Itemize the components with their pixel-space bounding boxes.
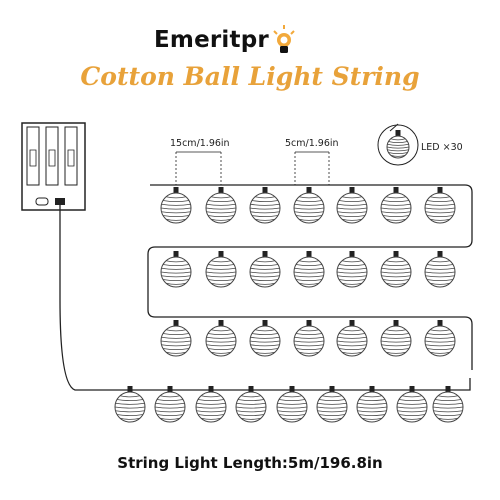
brand-name: Emeritpr	[154, 27, 269, 53]
light-ball	[160, 187, 192, 224]
dimension-label-between: 5cm/1.96in	[285, 138, 339, 149]
led-count-label: LED ×30	[421, 142, 463, 153]
brand-logo: Emeritpr	[154, 20, 297, 60]
light-ball	[380, 251, 412, 288]
dimension-label-start: 15cm/1.96in	[170, 138, 230, 149]
light-ball	[114, 386, 146, 423]
light-ball	[293, 187, 325, 224]
light-ball	[424, 187, 456, 224]
light-ball	[424, 320, 456, 357]
light-ball	[293, 251, 325, 288]
dimension-marker-between: 5cm/1.96in	[285, 138, 339, 185]
light-ball	[160, 320, 192, 357]
light-ball	[380, 320, 412, 357]
battery-box	[21, 122, 86, 211]
light-ball	[424, 251, 456, 288]
led-legend: LED ×30	[377, 123, 463, 166]
light-ball	[396, 386, 428, 423]
light-ball	[316, 386, 348, 423]
light-ball	[293, 320, 325, 357]
product-title: Cotton Ball Light String	[80, 62, 420, 91]
light-ball	[235, 386, 267, 423]
light-ball	[249, 320, 281, 357]
string-length-label: String Light Length:5m/196.8in	[117, 454, 383, 472]
light-ball	[336, 251, 368, 288]
light-ball	[205, 187, 237, 224]
light-ball	[356, 386, 388, 423]
light-ball	[432, 386, 464, 423]
light-ball	[160, 251, 192, 288]
light-ball	[336, 320, 368, 357]
legend-light-ball	[386, 130, 410, 159]
light-ball	[195, 386, 227, 423]
light-ball	[249, 187, 281, 224]
light-ball	[276, 386, 308, 423]
dimension-marker-start: 15cm/1.96in	[170, 138, 230, 185]
light-ball	[380, 187, 412, 224]
lightbulb-icon	[273, 25, 295, 53]
light-ball	[205, 320, 237, 357]
light-ball	[154, 386, 186, 423]
light-ball	[336, 187, 368, 224]
light-ball	[249, 251, 281, 288]
wire	[59, 184, 473, 391]
light-ball	[205, 251, 237, 288]
